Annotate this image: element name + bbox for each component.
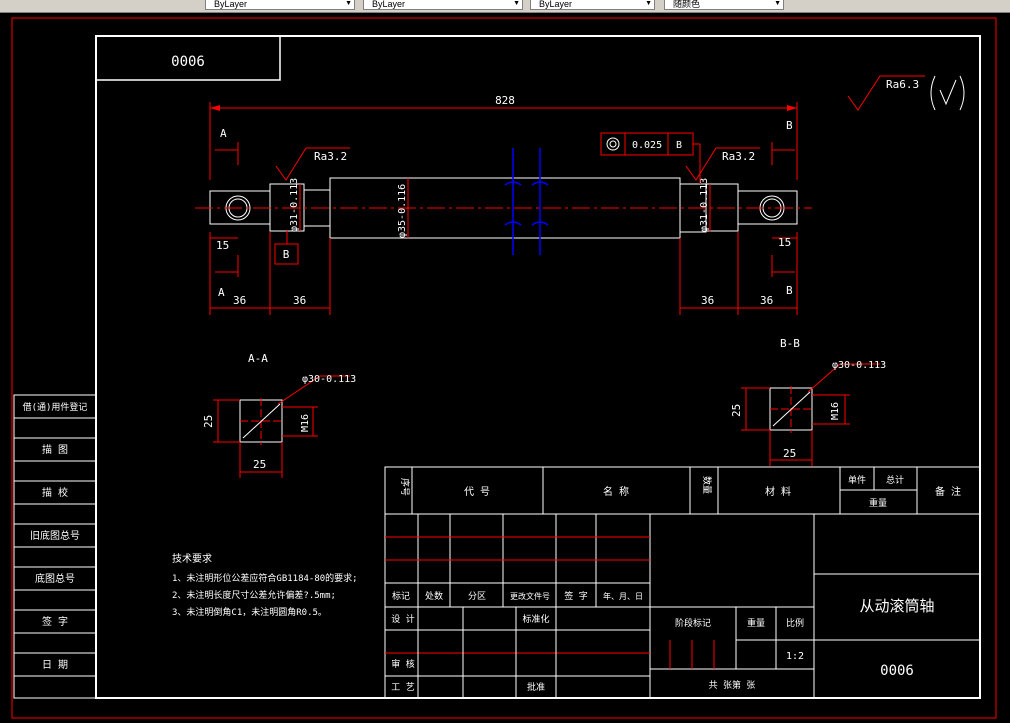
tolerance-frame: 0.025 B <box>600 132 701 184</box>
roughness-left-symbol: Ra3.2 <box>275 147 350 181</box>
plotstyle-select-value: 随颜色 <box>673 0 701 9</box>
tb-drawing-no: 0006 <box>880 663 914 679</box>
tb-r-process: 工 艺 <box>391 682 414 693</box>
side-panel-item-4: 底图总号 <box>35 572 75 585</box>
section-b-top: B <box>786 119 793 132</box>
datum-b-label: B <box>283 248 290 261</box>
tb-r-design: 设 计 <box>391 613 414 625</box>
dim-15-left: 15 <box>216 239 229 252</box>
title-block <box>384 466 981 699</box>
tb-scale-value: 1:2 <box>786 651 804 662</box>
tb-h-qty: 数量 <box>701 476 713 494</box>
diam-center: φ35-0.116 <box>397 184 408 238</box>
tb-h-code: 代 号 <box>464 486 490 498</box>
aa-dim-25-v: 25 <box>202 415 215 428</box>
aa-dim-25-h: 25 <box>253 458 266 471</box>
bb-m16: M16 <box>830 402 841 420</box>
lineweight-select-value: ByLayer <box>539 0 573 9</box>
diam-left: φ31-0.113 <box>289 178 300 232</box>
tb-r-date: 年、月、日 <box>603 591 643 601</box>
drawing-no-box <box>96 36 281 81</box>
tb-r-stage: 阶段标记 <box>675 617 711 629</box>
layer-select-value: ByLayer <box>214 0 248 9</box>
roughness-general-label: Ra6.3 <box>886 78 919 91</box>
tb-h-name: 名 称 <box>603 485 629 498</box>
dim-36-d: 36 <box>760 294 773 307</box>
aa-m16: M16 <box>300 414 311 432</box>
chevron-down-icon: ▼ <box>345 0 352 7</box>
view-aa-title: A-A <box>248 352 268 365</box>
side-panel-item-0: 借(通)用件登记 <box>23 401 88 413</box>
side-panel <box>13 394 97 699</box>
outer-frame <box>11 17 997 719</box>
section-a-top: A <box>220 127 227 140</box>
lineweight-select[interactable]: ByLayer ▼ <box>530 0 655 10</box>
side-panel-item-2: 描 校 <box>42 486 68 499</box>
tolerance-value: 0.025 <box>632 140 662 151</box>
tech-req-1: 1、未注明形位公差应符合GB1184-80的要求; <box>172 572 358 584</box>
tb-r-weight: 重量 <box>747 617 765 629</box>
tb-h-material: 材 料 <box>765 485 791 498</box>
view-bb-title: B-B <box>780 337 800 350</box>
roughness-left-label: Ra3.2 <box>314 150 347 163</box>
chevron-down-icon: ▼ <box>774 0 781 7</box>
dim-36-a: 36 <box>233 294 246 307</box>
drawing-no-top: 0006 <box>171 54 205 70</box>
tb-r-sign: 签 字 <box>564 590 587 602</box>
dim-15-right: 15 <box>778 236 791 249</box>
tb-h-weight: 重量 <box>869 497 887 509</box>
general-roughness-symbol: Ra6.3 <box>847 75 965 111</box>
linetype-select-value: ByLayer <box>372 0 406 9</box>
layer-select[interactable]: ByLayer ▼ <box>205 0 355 10</box>
bb-dim-25-h: 25 <box>783 447 796 460</box>
section-b-bottom: B <box>786 284 793 297</box>
chevron-down-icon: ▼ <box>513 0 520 7</box>
concentricity-icon <box>606 137 620 151</box>
side-panel-item-1: 描 图 <box>42 443 68 456</box>
overall-length-label: 828 <box>495 94 515 107</box>
tb-h-unit: 单件 <box>848 474 866 486</box>
datum-b-box <box>274 243 299 265</box>
side-panel-item-3: 旧底图总号 <box>30 529 80 542</box>
tb-r-zone: 分区 <box>468 591 486 602</box>
properties-toolbar: ByLayer ▼ ByLayer ▼ ByLayer ▼ 随颜色 ▼ <box>0 0 1010 13</box>
tb-part-name: 从动滚筒轴 <box>859 597 934 615</box>
tb-h-total: 总计 <box>886 474 904 486</box>
break-lines <box>504 148 549 255</box>
overall-length-dimension: 828 <box>209 94 798 180</box>
section-bb-view <box>741 363 880 466</box>
dim-36-b: 36 <box>293 294 306 307</box>
plotstyle-select[interactable]: 随颜色 ▼ <box>664 0 784 10</box>
tb-r-doc: 更改文件号 <box>510 591 550 601</box>
tb-h-seq: 序号 <box>399 478 411 496</box>
roughness-right-label: Ra3.2 <box>722 150 755 163</box>
side-panel-item-6: 日 期 <box>42 659 68 671</box>
tb-r-std: 标准化 <box>522 613 549 625</box>
tb-r-count: 处数 <box>425 590 443 602</box>
tb-r-review: 审 核 <box>391 658 414 670</box>
roughness-right-symbol: Ra3.2 <box>685 147 760 181</box>
section-aa-view <box>213 375 350 478</box>
tolerance-datum: B <box>676 140 682 151</box>
drawing-canvas[interactable]: 0006 Ra6.3 828 <box>0 12 1010 723</box>
diam-right: φ31-0.113 <box>699 178 710 232</box>
tech-req-2: 2、未注明长度尺寸公差允许偏差?.5mm; <box>172 589 336 601</box>
tb-r-approve: 批准 <box>527 681 545 693</box>
dim-36-lines <box>209 232 798 315</box>
diam-bb: φ30-0.113 <box>832 360 886 371</box>
side-panel-item-5: 签 字 <box>42 615 68 628</box>
tech-req-3: 3、未注明倒角C1，未注明圆角R0.5。 <box>172 606 327 618</box>
tech-req-title: 技术要求 <box>172 552 212 565</box>
tb-r-sheets: 共 张第 张 <box>709 679 756 691</box>
linetype-select[interactable]: ByLayer ▼ <box>363 0 523 10</box>
bb-dim-25-v: 25 <box>730 404 743 417</box>
tb-r-scale: 比例 <box>786 617 804 629</box>
chevron-down-icon: ▼ <box>645 0 652 7</box>
tb-h-remark: 备 注 <box>935 485 961 498</box>
dim-36-c: 36 <box>701 294 714 307</box>
diam-aa: φ30-0.113 <box>302 374 356 385</box>
tb-r-mark: 标记 <box>392 590 410 602</box>
section-markers <box>215 142 795 277</box>
section-a-bottom: A <box>218 286 225 299</box>
